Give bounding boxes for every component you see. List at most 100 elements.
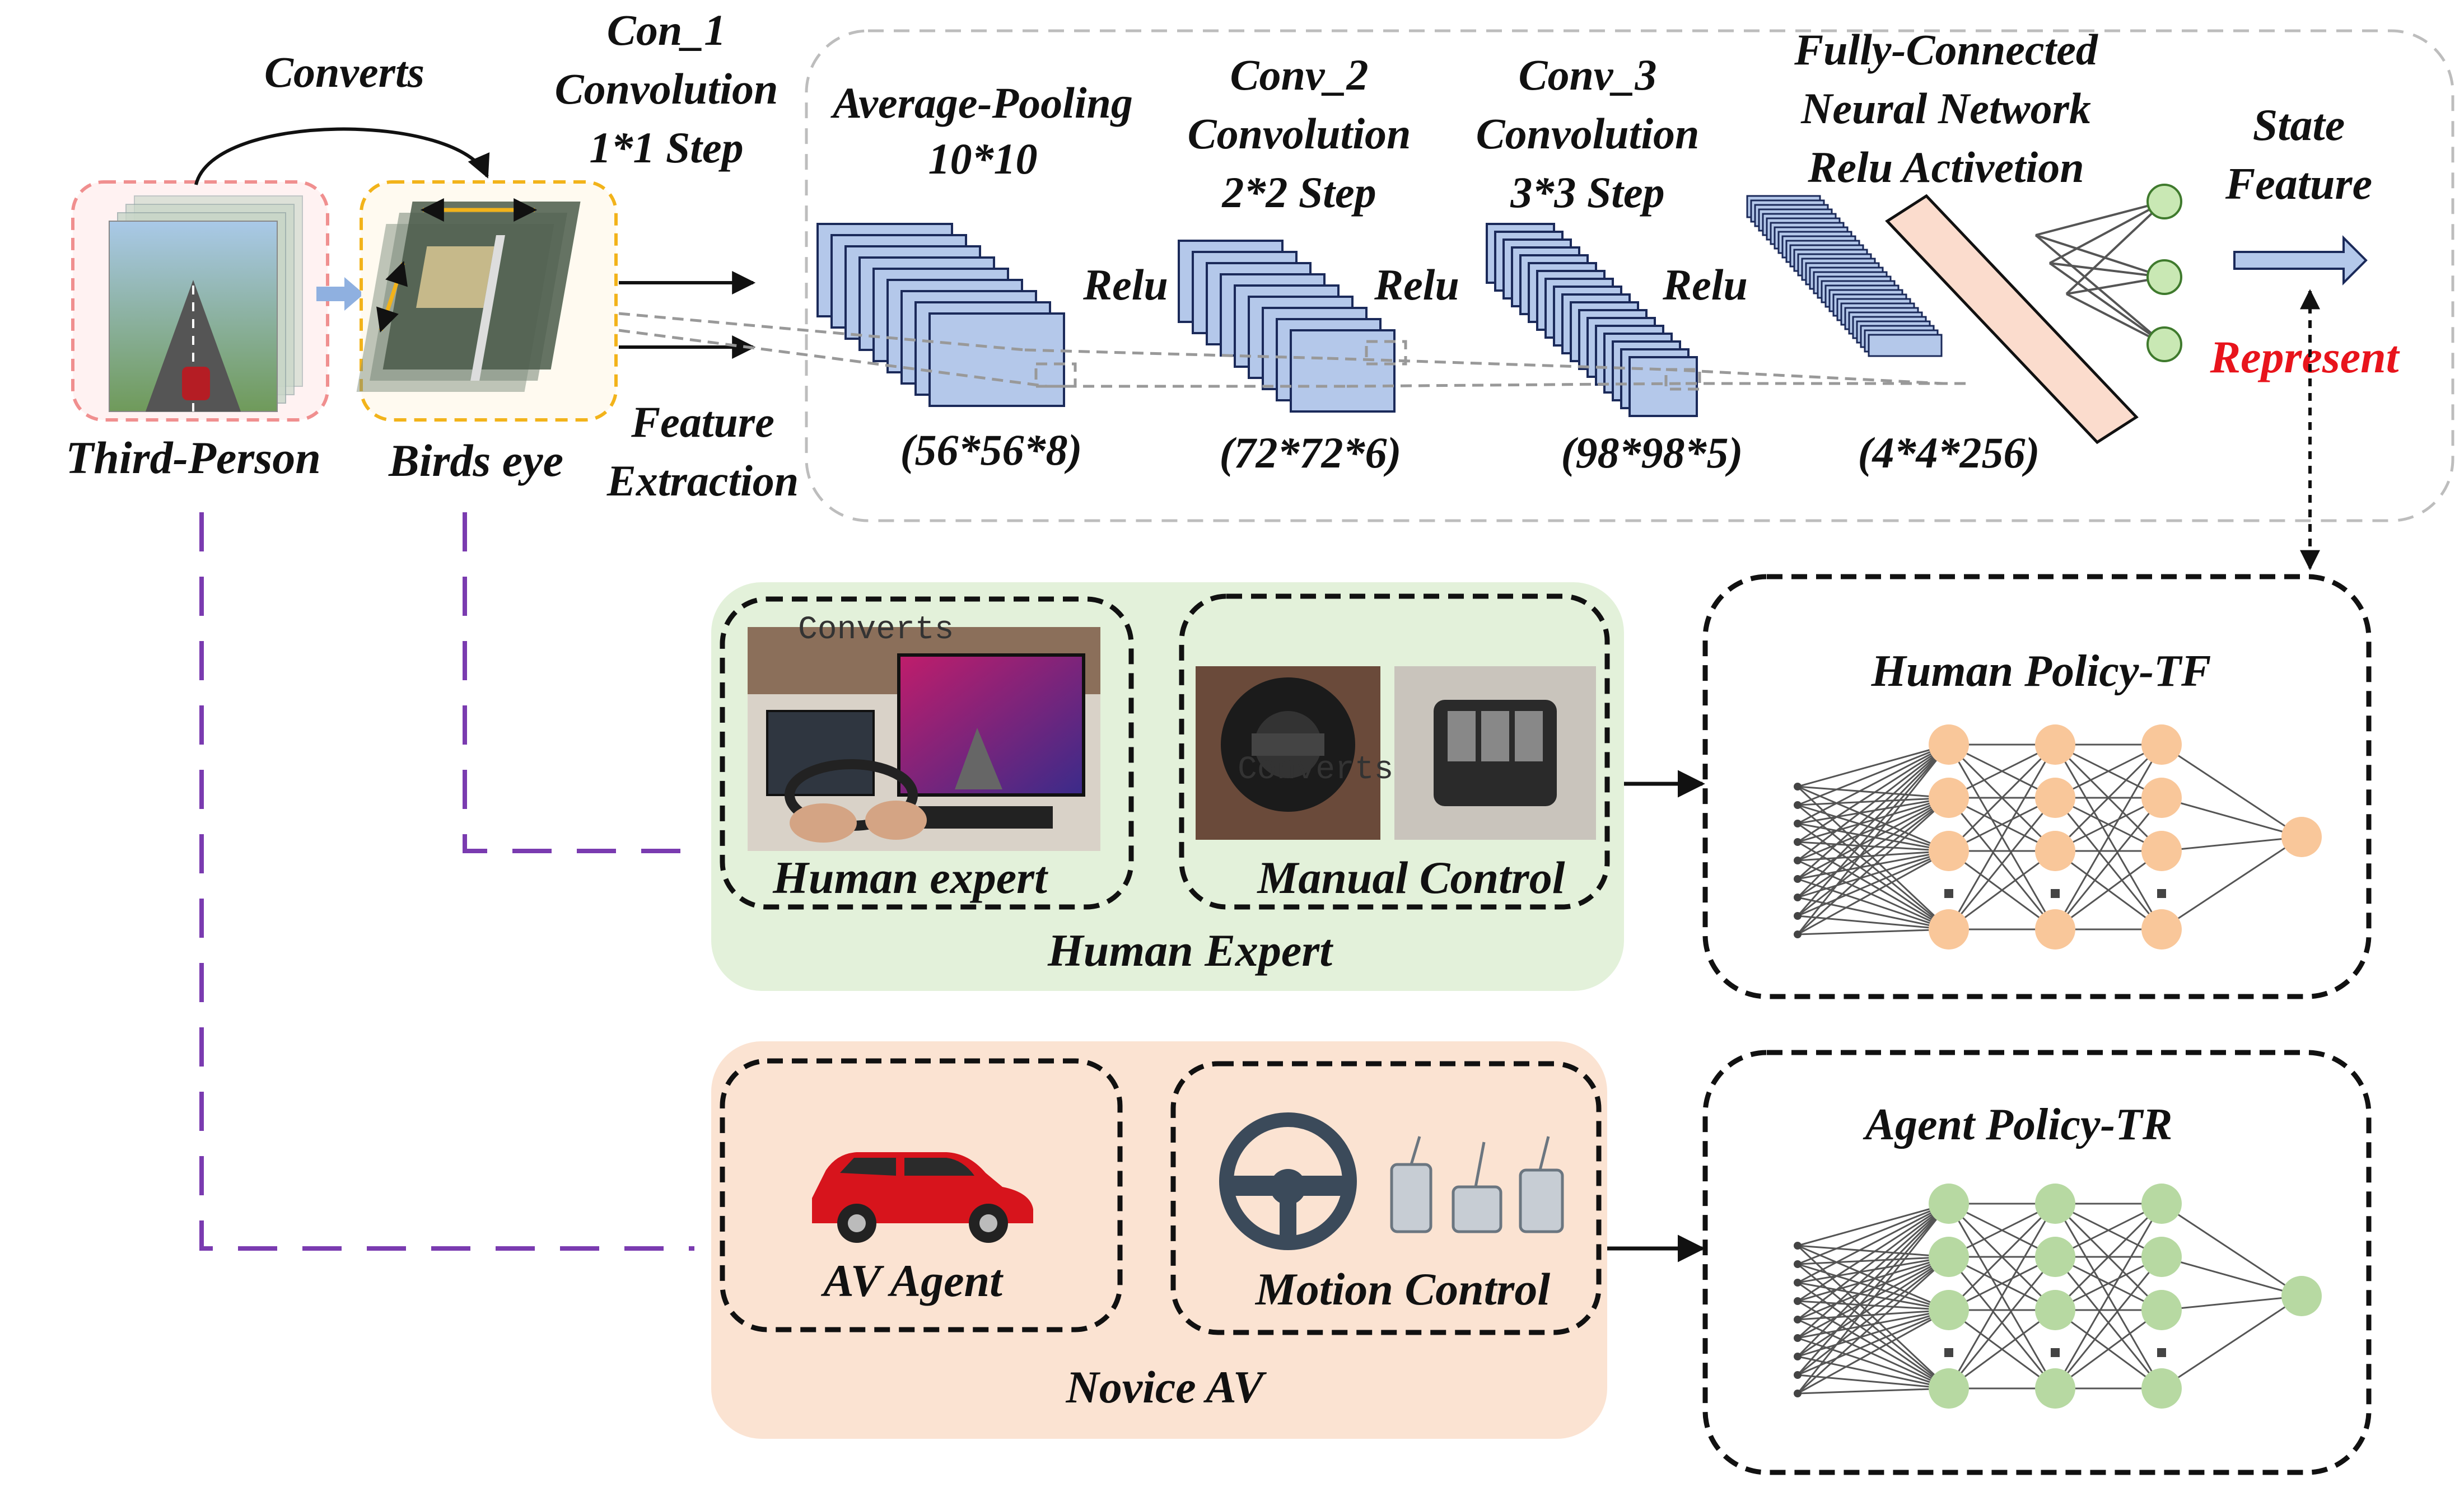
network-edge — [1797, 1256, 1949, 1376]
network-edge — [2054, 1256, 2163, 1389]
network-input-node — [1794, 1390, 1802, 1397]
network-edge — [1797, 1300, 1949, 1311]
network-input-node — [1794, 820, 1802, 827]
dim-4: (4*4*256) — [1858, 428, 2040, 477]
network-node — [1929, 724, 1969, 765]
network-edge — [2054, 744, 2163, 930]
network-edge — [2054, 1203, 2163, 1389]
fc-line2: Neural Network — [1800, 84, 2091, 133]
fc-line3: Relu Activetion — [1807, 143, 2084, 191]
network-input-node — [1794, 912, 1802, 920]
network-edge — [2055, 850, 2162, 930]
network-node — [1929, 1368, 1969, 1409]
network-edge — [1797, 915, 1949, 930]
network-edge — [1797, 850, 1949, 899]
network-ellipsis — [2157, 1348, 2166, 1357]
conv3-line2: Convolution — [1476, 109, 1700, 158]
av-agent-label: AV Agent — [820, 1255, 1004, 1306]
network-input-node — [1794, 1334, 1802, 1342]
network-node — [1929, 1237, 1969, 1277]
network-edge — [1797, 1203, 1949, 1284]
feature-extraction-line1: Feature — [631, 397, 774, 446]
network-edges — [1796, 743, 2302, 936]
fc-output-neuron — [2146, 184, 2182, 219]
network-ellipsis — [1944, 1348, 1953, 1357]
con1-line3: 1*1 Step — [589, 123, 743, 172]
fc-output-neuron — [2146, 326, 2182, 362]
network-edge — [2054, 797, 2163, 930]
network-edge — [1797, 850, 1949, 862]
third-person-label: Third-Person — [66, 432, 321, 483]
avg-pool-feature-maps — [816, 223, 1065, 407]
conv3-line1: Conv_3 — [1518, 50, 1656, 99]
network-edge — [1797, 1203, 1949, 1265]
network-node — [2141, 1368, 2182, 1409]
network-node — [2035, 831, 2075, 871]
network-edge — [2161, 836, 2302, 852]
fc-feature-map — [1868, 334, 1943, 357]
network-edge — [1948, 850, 2056, 930]
network-edge — [1797, 743, 1949, 880]
feature-extraction-line2: Extraction — [606, 456, 799, 505]
state-feature-line2: Feature — [2225, 160, 2372, 209]
network-node — [1929, 909, 1969, 950]
network-input-node — [1794, 1316, 1802, 1323]
birds-eye-label: Birds eye — [388, 435, 563, 486]
network-edge — [2161, 1295, 2302, 1390]
network-node — [2035, 1368, 2075, 1409]
network-edge — [1797, 797, 1949, 917]
network-edge — [1797, 1256, 1949, 1358]
network-edge — [1948, 1203, 2056, 1389]
human-expert-box — [720, 596, 1134, 910]
dim-3: (98*98*5) — [1561, 428, 1743, 477]
human-policy-network — [1794, 724, 2322, 950]
avg-pool-line1: Average-Pooling — [830, 78, 1133, 127]
network-node — [2141, 1237, 2182, 1277]
network-ellipsis — [2051, 889, 2060, 898]
network-edge — [1797, 1256, 1949, 1265]
network-node — [2035, 1184, 2075, 1224]
network-edge — [1797, 1309, 1949, 1376]
network-edge — [1797, 850, 1949, 936]
network-node — [2035, 909, 2075, 950]
network-edge — [1797, 743, 1949, 825]
conv3-line3: 3*3 Step — [1510, 168, 1664, 217]
network-edge — [1797, 797, 1949, 806]
network-node — [2141, 831, 2182, 871]
third-person-image-stack — [109, 195, 303, 412]
network-edge — [1797, 859, 1949, 930]
network-edge — [1797, 743, 1949, 843]
avg-pool-line2: 10*10 — [928, 134, 1038, 183]
network-node — [1929, 831, 1969, 871]
network-edge — [1797, 743, 1949, 788]
network-edge — [1796, 1256, 1950, 1395]
network-edge — [1948, 1309, 2056, 1390]
network-edge — [1948, 744, 2056, 930]
human-expert-group-label: Human Expert — [1047, 925, 1333, 976]
represent-label: Represent — [2209, 331, 2400, 382]
agent-policy-network — [1794, 1184, 2322, 1409]
network-ellipsis — [2157, 889, 2166, 898]
con1-line1: Con_1 — [607, 6, 726, 54]
network-node — [2035, 724, 2075, 765]
manual-control-label: Manual Control — [1256, 852, 1565, 903]
network-node — [2141, 724, 2182, 765]
purple-connectors — [199, 512, 694, 1251]
fc-line1: Fully-Connected — [1794, 25, 2098, 74]
network-node — [1929, 778, 1969, 818]
manual-control-overlay-text: Converts — [1238, 752, 1393, 788]
conv2-line2: Convolution — [1188, 109, 1411, 158]
network-input-node — [1794, 801, 1802, 809]
network-edge — [1797, 1374, 1949, 1390]
dim-1: (56*56*8) — [900, 425, 1082, 474]
network-edge — [1796, 1203, 1950, 1358]
human-expert-photo — [748, 627, 1100, 851]
projection-lines — [618, 312, 1971, 391]
conv2-feature-maps — [1178, 240, 1396, 413]
network-edge — [2054, 743, 2163, 852]
network-edge — [1797, 804, 1949, 852]
network-input-node — [1794, 1279, 1802, 1287]
relu-1: Relu — [1082, 260, 1168, 309]
